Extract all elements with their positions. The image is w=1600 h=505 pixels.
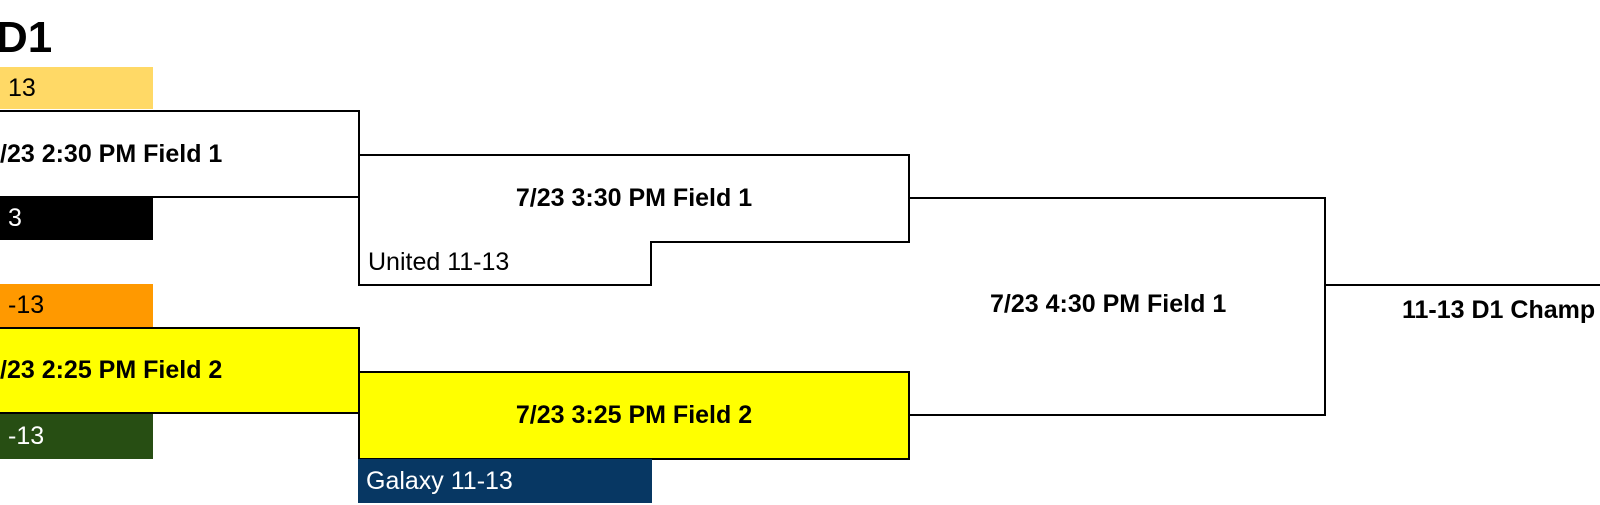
- champion-label: 11-13 D1 Champ: [1402, 296, 1596, 324]
- team-slot-r2g1-bye: United 11-13: [358, 241, 652, 286]
- game-label: 7/23 3:30 PM Field 1: [515, 184, 753, 212]
- team-slot-r1g2-top: -13: [0, 284, 153, 327]
- game-label: /23 2:30 PM Field 1: [0, 139, 223, 168]
- team-name: United 11-13: [368, 248, 510, 276]
- team-name: -13: [8, 291, 45, 319]
- final-game-label: 7/23 4:30 PM Field 1: [990, 290, 1227, 318]
- connector-final-vertical: [1324, 197, 1326, 416]
- connector-champion: [1324, 284, 1600, 286]
- team-slot-r1g1-top: 13: [0, 67, 153, 109]
- game-label: /23 2:25 PM Field 2: [0, 356, 223, 384]
- bracket-title: D1: [0, 13, 53, 62]
- team-slot-r1g2-bottom: -13: [0, 414, 153, 459]
- game-label: 7/23 3:25 PM Field 2: [515, 401, 753, 429]
- game-box-r1g1: /23 2:30 PM Field 1: [0, 110, 360, 198]
- game-box-r2g2: 7/23 3:25 PM Field 2: [358, 371, 910, 460]
- team-name: -13: [8, 422, 45, 450]
- team-slot-r1g1-bottom: 3: [0, 197, 153, 240]
- game-box-r2g1: 7/23 3:30 PM Field 1: [358, 154, 910, 243]
- team-name: 13: [8, 73, 36, 102]
- team-name: 3: [8, 204, 22, 232]
- game-box-r1g2: /23 2:25 PM Field 2: [0, 327, 360, 414]
- connector-final-bottom: [908, 414, 1326, 416]
- team-name: Galaxy 11-13: [366, 466, 513, 495]
- team-slot-r2g2-bye: Galaxy 11-13: [358, 459, 652, 503]
- connector-final-top: [908, 197, 1326, 199]
